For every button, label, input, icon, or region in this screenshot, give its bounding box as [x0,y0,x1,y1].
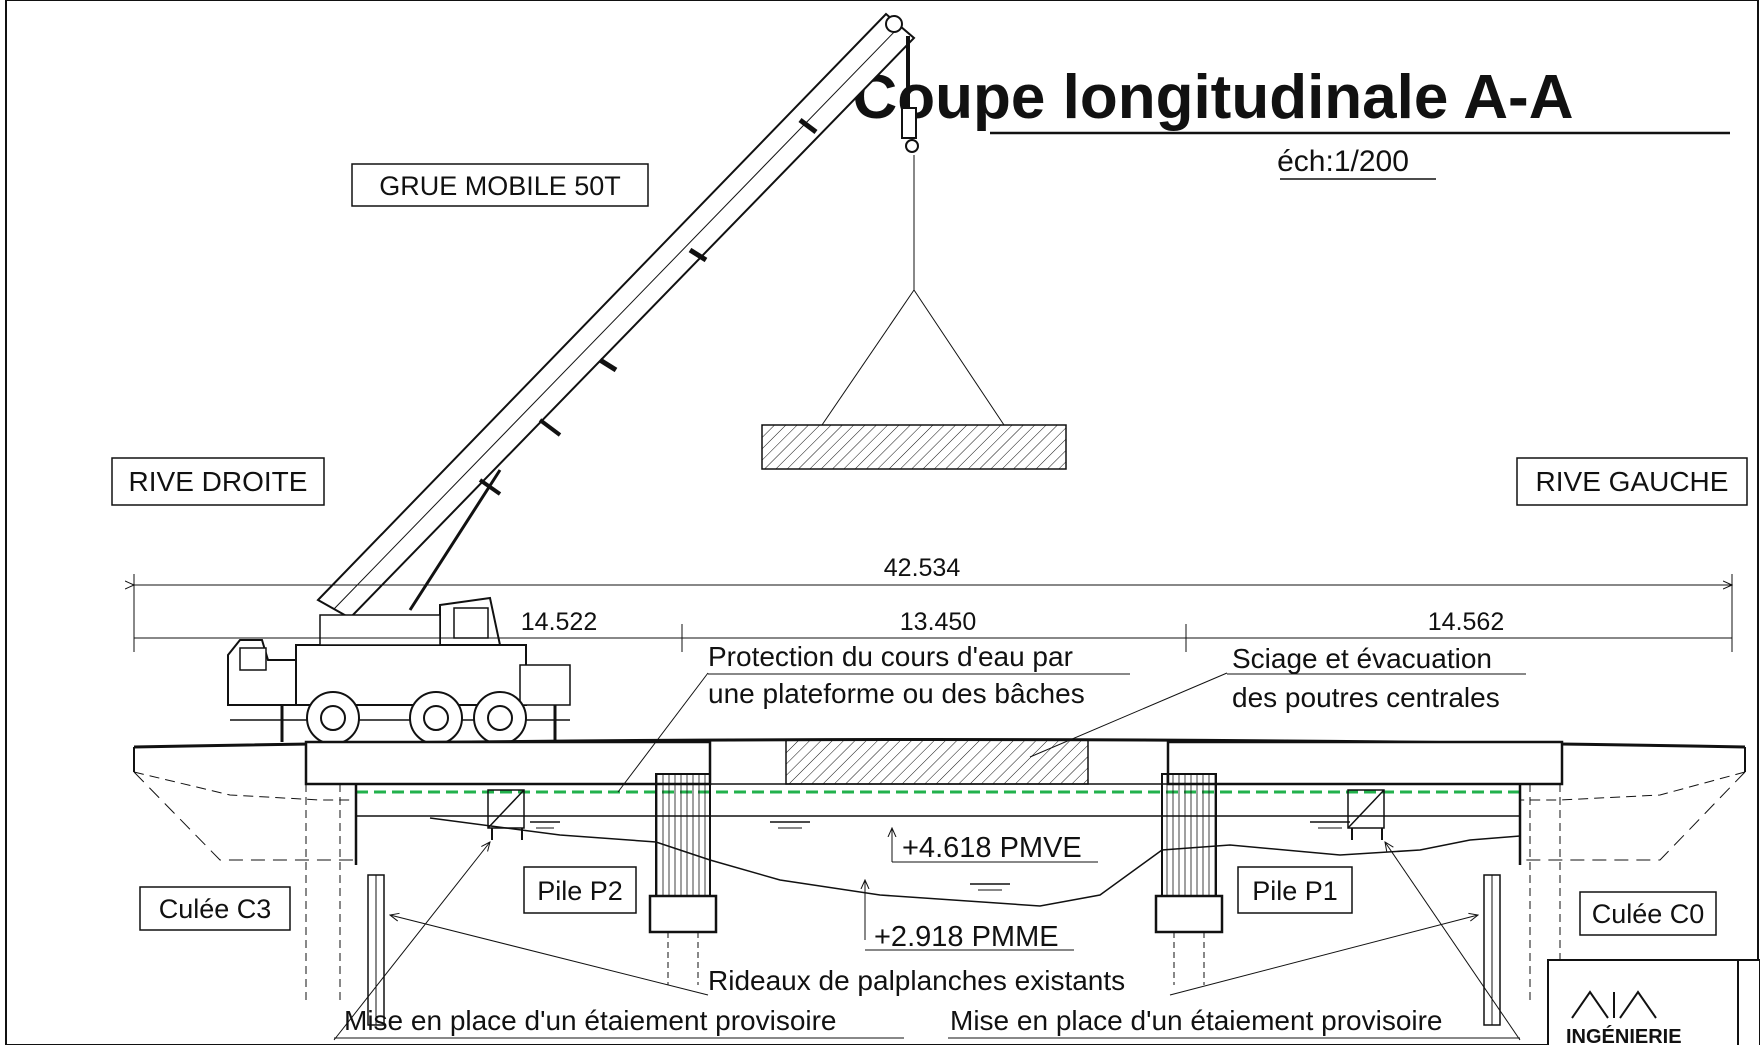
sheet-piles-note: Rideaux de palplanches existants [708,965,1125,996]
pile-p2-label-box: Pile P2 [523,866,637,914]
suspended-beam-load [761,289,1067,470]
dimension-span-right: 14.562 [1428,608,1504,636]
bridge-deck [133,738,1746,861]
culee-c0-structure [1483,784,1561,1026]
dimension-span-center: 13.450 [900,608,976,636]
pmve-level: +4.618 PMVE [892,832,1098,864]
culee-c3-label: Culée C3 [159,894,272,924]
bank-left-label: RIVE GAUCHE [1536,466,1729,497]
annotation-leaders [333,672,1521,1041]
pmme-label: +2.918 PMME [874,921,1059,953]
title-block: Coupe longitudinale A-A éch:1/200 [853,63,1730,180]
sheet-frame [5,0,1759,1045]
pile-p1-label: Pile P1 [1252,876,1338,906]
company-logo: INGÉNIERIE [1547,959,1760,1045]
dimension-spans: 14.522 13.450 14.562 [134,608,1732,652]
crane-label: GRUE MOBILE 50T [379,171,621,201]
culee-c3-structure [305,784,385,1026]
culee-c3-label-box: Culée C3 [139,886,291,931]
dimension-span-left: 14.522 [521,608,597,636]
protection-note-line2: une plateforme ou des bâches [708,678,1085,709]
crane-boom [316,12,919,620]
riverbed-profile [429,817,1521,907]
dimension-total: 42.534 [134,554,1732,652]
drawing-title: Coupe longitudinale A-A [853,63,1574,132]
crane-truck [227,596,571,745]
scale-label: éch:1/200 [1277,145,1409,178]
culee-c0-label-box: Culée C0 [1579,891,1717,936]
sawing-note-line1: Sciage et évacuation [1232,643,1492,674]
pile-p1-structure [1154,773,1224,985]
sawing-note: Sciage et évacuation des poutres central… [1227,643,1526,713]
protection-note-line1: Protection du cours d'eau par [708,641,1073,672]
pile-p2-label: Pile P2 [537,876,623,906]
shoring-note-right: Mise en place d'un étaiement provisoire [950,1005,1443,1036]
pile-p1-label-box: Pile P1 [1237,866,1353,914]
bank-left-box: RIVE GAUCHE [1516,457,1748,506]
temporary-shoring-left [487,789,525,840]
logo-mark-icon [1571,990,1657,1019]
pile-p2-structure [648,773,718,985]
bank-right-box: RIVE DROITE [111,457,325,506]
pmve-label: +4.618 PMVE [902,832,1082,864]
crane-label-box: GRUE MOBILE 50T [351,163,649,207]
shoring-note-left: Mise en place d'un étaiement provisoire [344,1005,837,1036]
pmme-level: +2.918 PMME [865,921,1074,953]
logo-text: INGÉNIERIE [1566,1025,1682,1045]
bank-right-label: RIVE DROITE [129,466,308,497]
temporary-shoring-right [1347,789,1385,840]
sawing-note-line2: des poutres centrales [1232,682,1500,713]
dimension-total-value: 42.534 [884,554,961,582]
protection-note: Protection du cours d'eau par une platef… [708,641,1130,709]
culee-c0-label: Culée C0 [1592,899,1705,929]
